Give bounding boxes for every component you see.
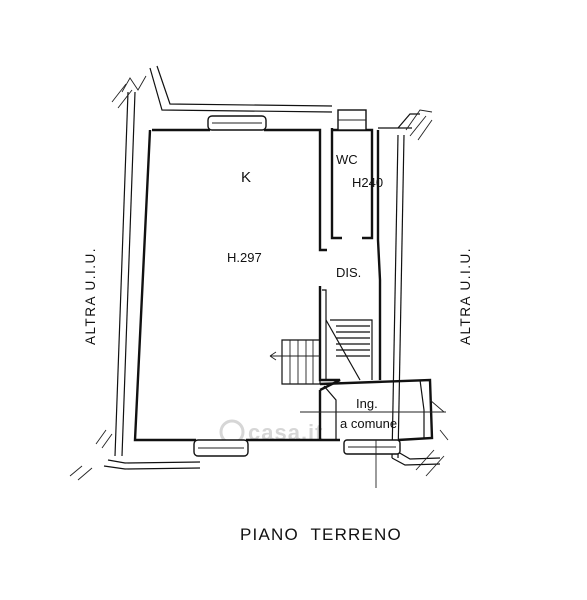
- window-bottom-kitchen: [193, 439, 249, 457]
- ingresso-walls: [300, 378, 446, 488]
- room-label-kitchen: K: [241, 169, 251, 186]
- plan-title: PIANO TERRENO: [240, 525, 402, 544]
- room-height-wc: H240: [352, 175, 383, 190]
- watermark-text: casa.it: [248, 420, 324, 445]
- window-wc: [337, 109, 367, 131]
- neighbor-label-right: ALTRA U.I.U.: [458, 247, 473, 345]
- room-height-kitchen: H.297: [227, 250, 262, 265]
- room-label-ingresso-line2: a comune: [340, 416, 397, 431]
- main-walls: [133, 128, 382, 442]
- room-label-ingresso-line1: Ing.: [356, 396, 378, 411]
- staircase: [269, 289, 373, 385]
- outer-boundary: [69, 65, 449, 481]
- room-label-wc: WC: [336, 152, 358, 167]
- window-top-kitchen: [207, 115, 267, 131]
- neighbor-label-left: ALTRA U.I.U.: [83, 247, 98, 345]
- window-ingresso: [343, 439, 401, 455]
- room-label-dis: DIS.: [336, 265, 361, 280]
